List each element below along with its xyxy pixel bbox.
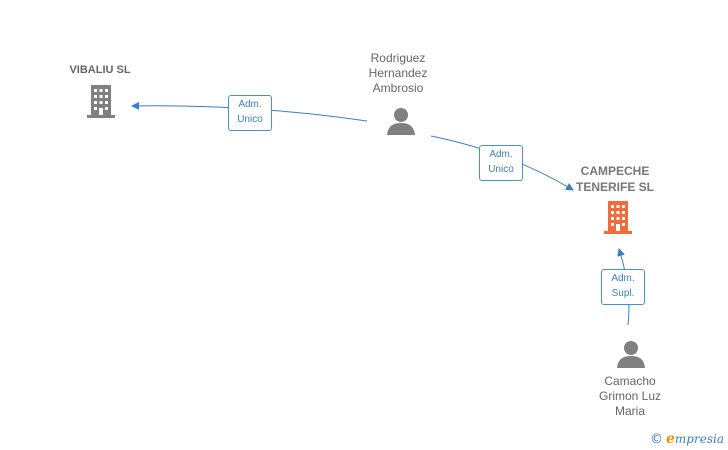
company-name-vibaliu[interactable]: VIBALIU SL	[69, 64, 131, 76]
person-icon[interactable]	[616, 339, 646, 369]
role-badge-line2: Unico	[237, 114, 263, 125]
logo-text: mpresia	[674, 432, 724, 446]
role-badge-line2: Unico	[488, 164, 514, 175]
building-icon-highlighted[interactable]	[601, 198, 635, 236]
role-badge-line1: Adm.	[489, 149, 513, 160]
empresia-logo: © empresia	[650, 430, 724, 448]
logo-initial: e	[666, 431, 675, 447]
person-name-camacho[interactable]: Camacho Grimon Luz Maria	[598, 374, 662, 418]
role-badge-line1: Adm.	[611, 273, 635, 284]
role-badge-adm-unico[interactable]: Adm. Unico	[228, 95, 272, 131]
copyright-symbol: ©	[650, 431, 663, 447]
building-icon[interactable]	[84, 82, 118, 120]
person-icon[interactable]	[386, 106, 416, 136]
role-badge-line2: Supl.	[611, 288, 635, 299]
person-name-rodriguez[interactable]: Rodriguez Hernandez Ambrosio	[368, 51, 428, 95]
company-name-campeche[interactable]: CAMPECHE TENERIFE SL	[575, 164, 654, 194]
role-badge-line1: Adm.	[238, 99, 262, 110]
role-badge-adm-unico[interactable]: Adm. Unico	[479, 145, 523, 181]
role-badge-adm-supl[interactable]: Adm. Supl.	[601, 269, 645, 305]
